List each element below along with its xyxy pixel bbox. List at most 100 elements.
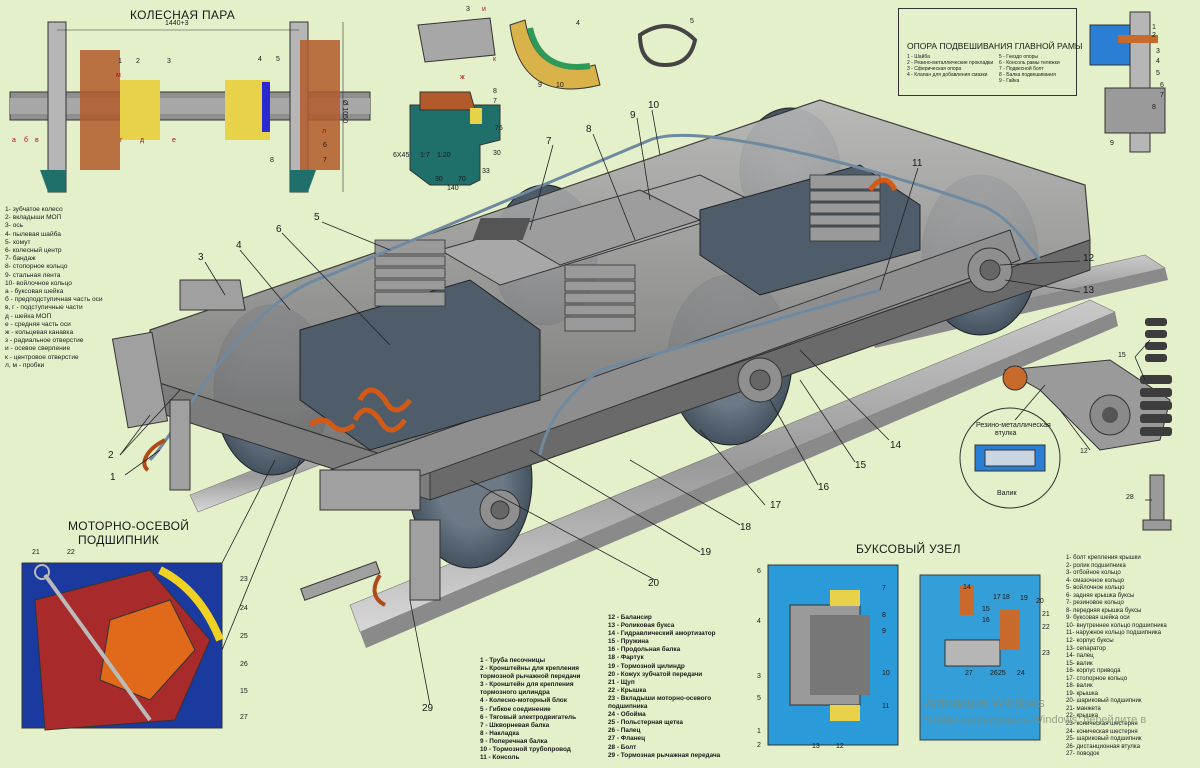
callout-label: 1: [1152, 24, 1156, 31]
legend-item: 8 - Накладка: [480, 729, 520, 737]
legend-item: 9 - Поперечная балка: [480, 737, 548, 745]
callout-label: к: [493, 56, 497, 63]
callout-label: д: [140, 137, 145, 144]
callout-label: 5: [314, 212, 320, 223]
legend-item: 26- дистанционная втулка: [1066, 742, 1140, 750]
leader-lines: [119, 109, 1081, 706]
callout-label: 20: [1036, 598, 1044, 605]
legend-item: 18 - Фартук: [608, 654, 644, 662]
legend-item: 15- валик: [1066, 659, 1093, 667]
legend-item: ж - кольцевая канавка: [5, 329, 74, 337]
dim-30b: 30: [493, 150, 501, 157]
callout-label: 11: [882, 703, 890, 710]
callout-label: 3: [167, 58, 171, 65]
callout-label: 13: [1083, 285, 1095, 296]
callout-label: б: [24, 137, 29, 144]
legend-item: 7 - Шкворневая балка: [480, 721, 550, 729]
callout-label: 8: [1152, 104, 1156, 111]
motor-bearing-inset: [21, 459, 301, 731]
legend-item: 22 - Крышка: [608, 686, 647, 694]
callout-label: 6: [323, 142, 327, 149]
callout-label: 7: [546, 136, 552, 147]
legend-item: 13- сепаратор: [1066, 644, 1106, 652]
callout-label: 24: [240, 605, 248, 612]
callout-label: 9: [538, 82, 542, 89]
title-wheelset: КОЛЕСНАЯ ПАРА: [130, 8, 236, 22]
spring-stack-right: [809, 174, 881, 242]
bushing-label-1: Резино-металлическая: [976, 422, 1051, 429]
callout-label: 7: [323, 157, 327, 164]
dim-diameter: Ø 1050: [341, 100, 348, 123]
callout-label: е: [172, 137, 176, 144]
dim-140: 140: [447, 185, 459, 192]
callout-label: 4: [236, 240, 242, 251]
legend-item: 4- пылевая шайба: [5, 230, 61, 238]
callout-label: 8: [882, 612, 886, 619]
legend-item: 17- стопорное кольцо: [1066, 674, 1128, 682]
bushing-inset: [959, 384, 1061, 509]
legend-item: 10 - Тормозной трубопровод: [480, 746, 571, 754]
legend-item: 10- войлочное кольцо: [5, 279, 72, 287]
axlebox-rollers: [479, 247, 1013, 531]
callout-label: 27: [965, 670, 973, 677]
callout-label: 1: [757, 728, 761, 735]
callout-label: г: [120, 137, 123, 144]
callout-label: 8: [586, 124, 592, 135]
callout-label: 9: [1110, 140, 1114, 147]
legend-item: к - центровое отверстие: [5, 353, 79, 361]
callout-label: 20: [648, 578, 660, 589]
legend-item: 14- палец: [1066, 652, 1094, 660]
callout-label: 23: [240, 576, 248, 583]
callout-label: 2: [108, 450, 114, 461]
callout-label: 19: [1020, 595, 1028, 602]
roller-label: Валик: [997, 490, 1017, 497]
callout-label: 22: [1042, 624, 1050, 631]
coil-springs: [1140, 318, 1172, 436]
callout-label: 14: [963, 584, 971, 591]
legend-item: 4 - Колесно-моторный блок: [480, 697, 567, 705]
legend-item: 9- стальная лента: [5, 271, 61, 279]
legend-item: 1- болт крепления крышки: [1066, 554, 1141, 561]
callout-label: 21: [32, 549, 40, 556]
legend-item: 6- задняя крышка буксы: [1066, 591, 1135, 599]
legend-item: 28 - Болт: [608, 743, 637, 751]
callout-label: 1: [110, 472, 116, 483]
bearing-insert: [417, 17, 698, 90]
watermark-line-2: Чтобы активировать Windows, перейдите в: [925, 714, 1147, 726]
callout-label: 15: [855, 460, 867, 471]
callout-label: 5: [690, 18, 694, 25]
callout-label: в: [35, 137, 39, 144]
callout-label: ж: [460, 74, 465, 81]
legend-item: 26 - Палец: [608, 727, 641, 735]
callout-label: 12: [836, 743, 844, 750]
legend-item: 24 - Обойма: [608, 711, 646, 719]
legend-item: б - предподступичная часть оси: [5, 296, 103, 304]
title-suspension: ОПОРА ПОДВЕШИВАНИЯ ГЛАВНОЙ РАМЫ: [907, 41, 1083, 51]
legend-item: 2- ролик подшипника: [1066, 561, 1126, 569]
legend-item: и - осевое сверление: [5, 345, 71, 353]
dim-ratio-120: 1:20: [437, 152, 451, 159]
callout-label: 18: [1002, 594, 1010, 601]
callout-label: 14: [890, 440, 902, 451]
legend-item: 5- хомут: [5, 238, 31, 246]
callout-label: 12: [1080, 448, 1088, 455]
callout-label: 6: [276, 224, 282, 235]
wheelset-drawing: [9, 21, 371, 193]
callout-label: 1: [118, 58, 122, 65]
callout-label: 4: [258, 56, 262, 63]
legend-item: 16 - Продольная балка: [608, 646, 681, 654]
legend-item: 6 - Тяговый электродвигатель: [480, 713, 577, 721]
brake-pipe: [148, 133, 1042, 462]
legend-item: 20 - Кожух зубчатой передачи: [608, 670, 703, 678]
callout-label: 9: [882, 628, 886, 635]
callout-label: 2: [136, 58, 140, 65]
legend-item: 3 - Кронштейн для крепления тормозного ц…: [480, 681, 574, 697]
legend-item: 20- шариковый подшипник: [1066, 697, 1142, 705]
legend-item: 21- манжета: [1066, 704, 1101, 712]
callout-label: 22: [67, 549, 75, 556]
